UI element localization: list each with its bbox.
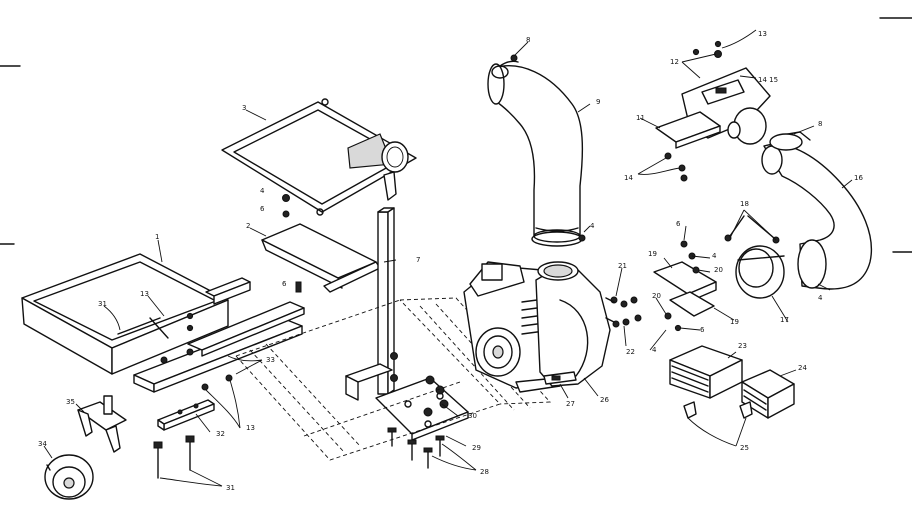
part-18-clamps (724, 215, 780, 244)
callout-23: 23 (738, 342, 747, 350)
part-16-outlet-elbow (761, 131, 872, 290)
part-9-intake-elbow (487, 60, 584, 243)
part-28-bolts (387, 427, 445, 469)
callout-13: 13 (140, 290, 149, 298)
callout-33: 33 (266, 356, 275, 364)
callout-13: 13 (246, 424, 255, 432)
callout-31: 31 (226, 484, 235, 492)
callout-4: 4 (260, 187, 265, 195)
callout-17: 17 (780, 316, 789, 324)
part-25-tags (683, 401, 753, 419)
callout-31: 31 (98, 300, 107, 308)
part-11-bracket (655, 111, 721, 182)
callout-19: 19 (648, 250, 657, 258)
callout-14: 14 (624, 174, 633, 182)
callout-18: 18 (740, 200, 749, 208)
callout-3: 3 (242, 104, 246, 112)
part-23-bag-pack (669, 345, 743, 399)
part-2-support-bracket (261, 194, 381, 293)
part-26-blower-housing (535, 261, 611, 387)
callout-22: 22 (626, 348, 635, 356)
callout-29: 29 (472, 444, 481, 452)
callout-6: 6 (676, 220, 681, 228)
part-19-mounting-bracket (653, 240, 717, 332)
callout-20: 20 (652, 292, 661, 300)
part-17-coupling (735, 245, 785, 299)
callout-34: 34 (38, 440, 47, 448)
callout-32: 32 (216, 430, 225, 438)
callout-4: 4 (818, 294, 823, 302)
part-3-chute-frame (221, 98, 417, 216)
callout-25: 25 (740, 444, 749, 452)
callout-8: 8 (818, 120, 822, 128)
callout-6: 6 (700, 326, 705, 334)
edge-marks (0, 17, 912, 253)
callout-24: 24 (798, 364, 807, 372)
callout-13: 13 (758, 30, 767, 38)
callout-11: 11 (636, 114, 645, 122)
part-10-clamps (491, 54, 586, 247)
callout-14-15: 14 15 (758, 76, 778, 84)
callout-28: 28 (480, 468, 489, 476)
part-7-stand-post (345, 207, 395, 401)
callout-27: 27 (566, 400, 575, 408)
callout-21: 21 (618, 262, 627, 270)
callout-8: 8 (526, 36, 530, 44)
callout-6: 6 (282, 280, 287, 288)
part-31-bolts (117, 317, 195, 479)
callout-16: 16 (854, 174, 863, 182)
callout-4: 4 (712, 252, 717, 260)
leader-lines (43, 29, 853, 487)
callout-1: 1 (155, 233, 159, 241)
callout-6: 6 (260, 205, 265, 213)
callout-labels: 1 2 3 4 6 6 7 8 9 4 13 12 14 15 11 8 14 … (38, 30, 863, 492)
callout-7: 7 (416, 256, 420, 264)
part-24-bag-pack (741, 369, 795, 419)
callout-20: 20 (714, 266, 723, 274)
part-33-frame-rails (133, 277, 305, 393)
part-21-22-hardware (605, 296, 642, 328)
callout-4: 4 (652, 346, 657, 354)
callout-35: 35 (66, 398, 75, 406)
callout-30: 30 (468, 412, 477, 420)
callout-9: 9 (596, 98, 600, 106)
part-35-caster-bracket (77, 395, 127, 453)
part-29-base-plate (375, 352, 469, 441)
callout-19: 19 (730, 318, 739, 326)
part-34-wheel (44, 454, 94, 500)
callout-4: 4 (590, 222, 595, 230)
callout-26: 26 (600, 396, 609, 404)
callout-2: 2 (246, 222, 250, 230)
callout-12: 12 (670, 58, 679, 66)
part-32-bracket (157, 399, 215, 431)
